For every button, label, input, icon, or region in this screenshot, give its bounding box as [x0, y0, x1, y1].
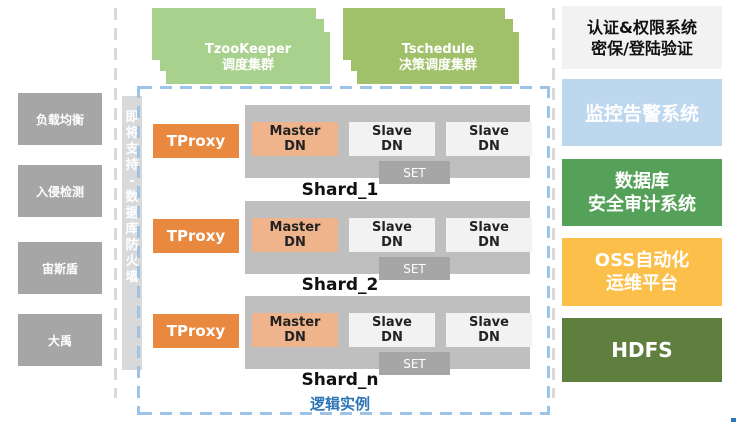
system-line: 密保/登陆验证	[591, 38, 693, 58]
system-line: 监控告警系统	[584, 103, 699, 125]
banner-char: 据	[125, 206, 139, 221]
dn-line: DN	[381, 235, 403, 250]
service-load-balancer: 负载均衡	[18, 93, 102, 145]
tproxy-box: TProxy	[153, 314, 239, 348]
system-line: 运维平台	[606, 273, 678, 294]
dn-line: Slave	[469, 220, 509, 235]
corner-mark-icon	[731, 418, 736, 422]
banner-char: 数	[125, 190, 139, 205]
service-intrusion-detection: 入侵检测	[18, 165, 102, 217]
slave-dn: Slave DN	[446, 218, 532, 252]
dn-line: DN	[284, 235, 306, 250]
logical-instance-frame-right	[547, 86, 550, 415]
dn-line: Master	[269, 124, 321, 139]
dn-line: Slave	[469, 124, 509, 139]
banner-char: 即	[125, 110, 139, 125]
right-divider	[552, 8, 555, 398]
banner-char: 持	[125, 158, 139, 173]
system-line: 认证&权限系统	[587, 17, 697, 37]
slave-dn: Slave DN	[349, 313, 435, 347]
dn-line: DN	[478, 235, 500, 250]
set-label: SET	[379, 352, 450, 375]
dn-line: Slave	[372, 220, 412, 235]
logical-instance-label: 逻辑实例	[309, 395, 370, 413]
set-label: SET	[379, 257, 450, 280]
banner-char: 火	[125, 254, 139, 269]
left-divider	[114, 8, 117, 398]
auth-permission-system: 认证&权限系统 密保/登陆验证	[562, 6, 722, 69]
service-aegis: 宙斯盾	[18, 242, 102, 294]
tproxy-box: TProxy	[153, 124, 239, 158]
system-line: OSS自动化	[594, 250, 690, 271]
cluster-desc: 决策调度集群	[398, 58, 477, 73]
dn-line: Slave	[469, 315, 509, 330]
banner-char: 支	[125, 142, 139, 157]
slave-dn: Slave DN	[446, 122, 532, 156]
master-dn: Master DN	[252, 122, 338, 156]
system-line: 数据库	[615, 170, 669, 192]
dn-line: Slave	[372, 315, 412, 330]
hdfs-system: HDFS	[562, 318, 722, 382]
banner-char: 墙	[125, 270, 139, 285]
banner-char: 防	[125, 238, 139, 253]
oss-ops-platform: OSS自动化 运维平台	[562, 238, 722, 306]
dn-line: DN	[478, 139, 500, 154]
monitoring-alert-system: 监控告警系统	[562, 79, 722, 146]
service-dayu: 大禹	[18, 314, 102, 366]
dn-line: DN	[478, 330, 500, 345]
banner-char: 将	[125, 126, 139, 141]
dn-line: DN	[284, 330, 306, 345]
system-line: 安全审计系统	[588, 193, 696, 215]
banner-char: 库	[125, 222, 139, 237]
dn-line: DN	[381, 139, 403, 154]
slave-dn: Slave DN	[446, 313, 532, 347]
shard-name: Shard_2	[301, 275, 379, 295]
dn-line: Slave	[372, 124, 412, 139]
logical-instance-frame-top	[140, 86, 550, 89]
db-security-audit-system: 数据库 安全审计系统	[562, 159, 722, 226]
slave-dn: Slave DN	[349, 218, 435, 252]
dn-line: Master	[269, 315, 321, 330]
dn-line: Master	[269, 220, 321, 235]
master-dn: Master DN	[252, 218, 338, 252]
master-dn: Master DN	[252, 313, 338, 347]
dn-line: DN	[284, 139, 306, 154]
tproxy-box: TProxy	[153, 219, 239, 253]
cluster-name: TzooKeeper	[204, 42, 292, 57]
system-line: HDFS	[611, 338, 673, 362]
logical-instance-frame-bottom	[140, 412, 550, 415]
shard-name: Shard_n	[301, 370, 379, 390]
shard-name: Shard_1	[301, 180, 379, 200]
dn-line: DN	[381, 330, 403, 345]
banner-char: -	[129, 174, 135, 189]
cluster-desc: 调度集群	[221, 58, 274, 73]
cluster-name: Tschedule	[401, 42, 475, 57]
slave-dn: Slave DN	[349, 122, 435, 156]
logical-instance-frame-left	[137, 86, 140, 415]
set-label: SET	[379, 161, 450, 184]
